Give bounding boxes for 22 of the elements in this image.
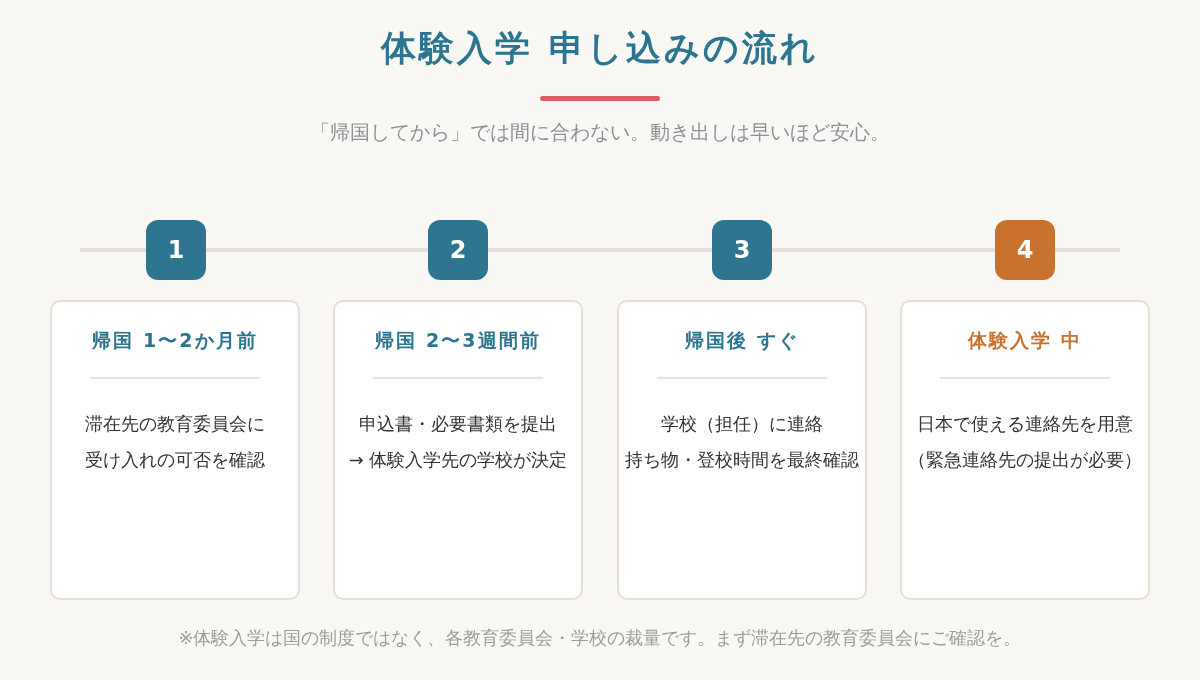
subtitle: 「帰国してから」では間に合わない。動き出しは早いほど安心。 bbox=[309, 119, 891, 146]
card-heading: 帰国後 すぐ bbox=[684, 328, 800, 353]
card-text: （緊急連絡先の提出が必要） bbox=[908, 448, 1142, 472]
title: 体験入学 申し込みの流れ bbox=[379, 27, 820, 70]
card-text: → 体験入学先の学校が決定 bbox=[348, 448, 568, 472]
card-heading: 帰国 1〜2か月前 bbox=[91, 328, 259, 353]
card-text: 学校（担任）に連絡 bbox=[661, 412, 823, 436]
step-number-badge: 4 bbox=[995, 220, 1055, 280]
step-card bbox=[900, 300, 1150, 600]
card-text: 持ち物・登校時間を最終確認 bbox=[625, 448, 859, 472]
footnote: ※体験入学は国の制度ではなく、各教育委員会・学校の裁量です。まず滞在先の教育委員会にご確認を。 bbox=[177, 626, 1023, 650]
card-heading: 帰国 2〜3週間前 bbox=[374, 328, 542, 353]
card-text: 申込書・必要書類を提出 bbox=[359, 412, 557, 436]
card-text: 日本で使える連絡先を用意 bbox=[917, 412, 1133, 436]
step-number-badge: 1 bbox=[146, 220, 206, 280]
step-number-badge: 2 bbox=[428, 220, 488, 280]
card-heading: 体験入学 中 bbox=[966, 328, 1083, 353]
step-number-badge: 3 bbox=[712, 220, 772, 280]
step-card bbox=[333, 300, 583, 600]
step-card bbox=[617, 300, 867, 600]
step-card bbox=[50, 300, 300, 600]
card-text: 滞在先の教育委員会に受け入れの可否を確認 bbox=[84, 412, 266, 472]
